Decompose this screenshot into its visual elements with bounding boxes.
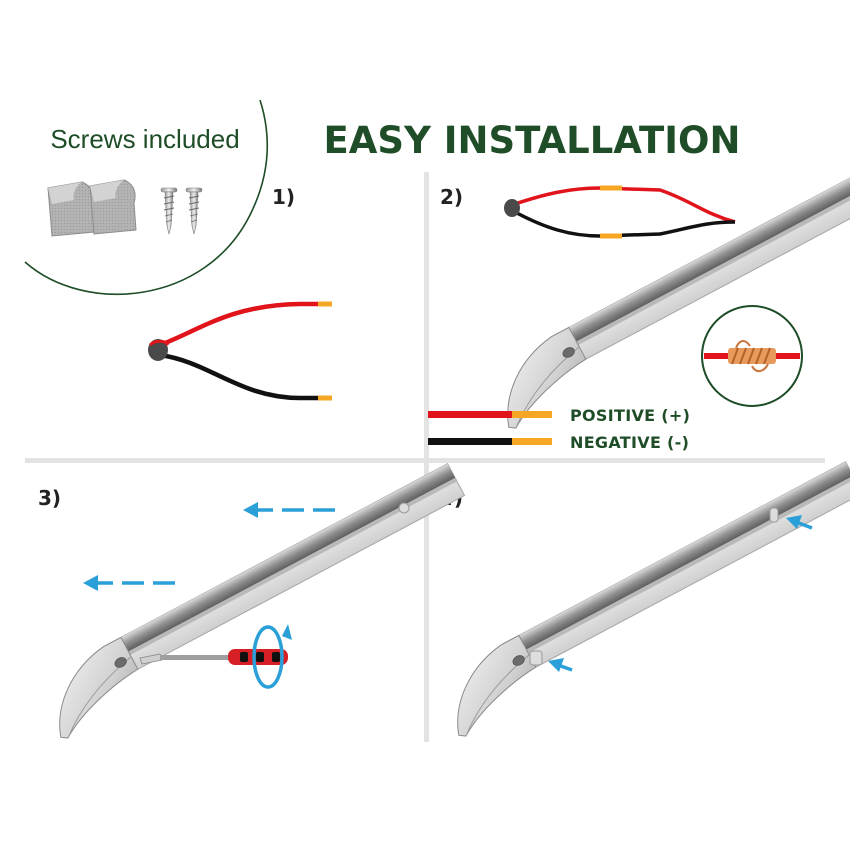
twisted-wire-detail — [701, 305, 803, 407]
horizontal-divider — [25, 458, 825, 463]
step-2-wires — [504, 185, 736, 239]
vertical-divider — [424, 172, 429, 742]
screwdriver-icon — [139, 649, 288, 665]
included-arc — [24, 99, 269, 296]
step-3-arrows — [83, 502, 335, 591]
screw-icon — [185, 187, 203, 235]
clip-icon — [89, 179, 137, 235]
step-1-label: 1) — [272, 185, 295, 209]
step-3-rail — [32, 463, 479, 742]
negative-swatch — [428, 438, 512, 445]
step-3-label: 3) — [38, 486, 61, 510]
step-2-label: 2) — [440, 185, 463, 209]
positive-swatch — [428, 411, 512, 418]
legend-negative-label: NEGATIVE (-) — [570, 433, 689, 452]
legend: POSITIVE (+) NEGATIVE (-) — [428, 406, 690, 452]
screws-included-label: Screws included — [50, 124, 239, 154]
step-4-arrows — [548, 515, 813, 672]
step-4-rail — [430, 461, 850, 740]
step-1-wires — [148, 301, 332, 401]
clip-icon — [47, 181, 95, 237]
rotate-arrow-icon — [252, 624, 292, 689]
screw-icon — [160, 187, 178, 235]
step-2-rail — [480, 153, 850, 432]
page-title: EASY INSTALLATION — [324, 119, 741, 162]
legend-positive-label: POSITIVE (+) — [570, 406, 690, 425]
